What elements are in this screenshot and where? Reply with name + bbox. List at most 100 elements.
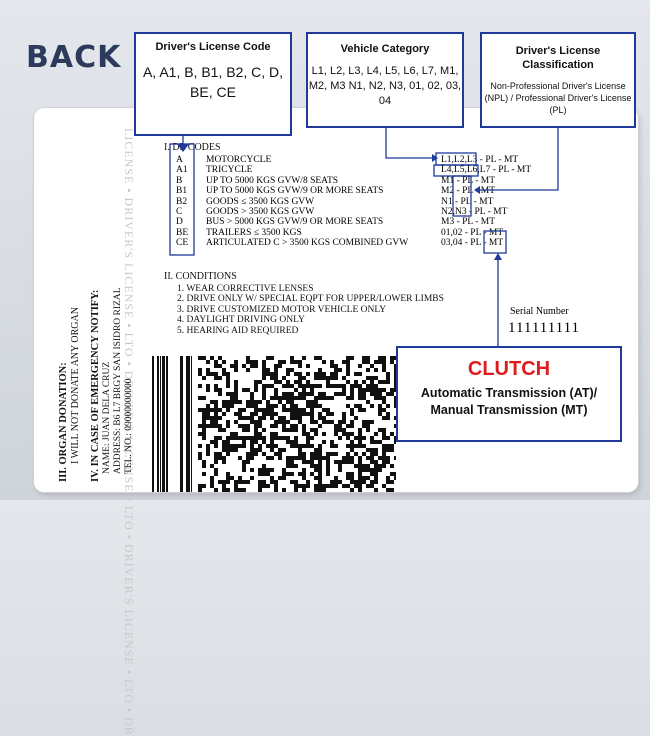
barcode-module — [250, 476, 254, 480]
barcode-module — [314, 376, 318, 380]
barcode-module — [342, 392, 346, 396]
barcode-module — [370, 404, 374, 408]
barcode-module — [370, 440, 374, 444]
barcode-module — [294, 396, 298, 400]
barcode-module — [270, 396, 274, 400]
barcode-module — [254, 432, 258, 436]
barcode-module — [246, 360, 250, 364]
dl-code: B2 — [176, 196, 188, 207]
barcode-module — [390, 388, 394, 392]
barcode-module — [278, 380, 282, 384]
barcode-module — [306, 364, 310, 368]
barcode-module — [382, 428, 386, 432]
barcode-module — [302, 388, 306, 392]
barcode-module — [234, 364, 238, 368]
barcode-module — [250, 468, 254, 472]
barcode-module — [310, 464, 314, 468]
barcode-module — [218, 452, 222, 456]
barcode-module — [262, 372, 266, 376]
barcode-module — [314, 400, 318, 404]
barcode-module — [390, 444, 394, 448]
barcode-module — [354, 416, 358, 420]
barcode-module — [302, 484, 306, 488]
barcode-module — [370, 420, 374, 424]
barcode-module — [202, 472, 206, 476]
barcode-module — [214, 472, 218, 476]
barcode-module — [294, 464, 298, 468]
barcode-module — [202, 420, 206, 424]
barcode-module — [362, 356, 366, 360]
barcode-module — [246, 428, 250, 432]
barcode-module — [318, 356, 322, 360]
barcode-module — [250, 360, 254, 364]
barcode-module — [242, 388, 246, 392]
barcode-module — [386, 392, 390, 396]
barcode-module — [270, 440, 274, 444]
barcode-module — [362, 380, 366, 384]
barcode-module — [354, 372, 358, 376]
barcode-module — [234, 368, 238, 372]
barcode-module — [306, 440, 310, 444]
barcode-module — [262, 472, 266, 476]
barcode-module — [346, 424, 350, 428]
emergency-heading: IV. IN CASE OF EMERGENCY NOTIFY: — [90, 289, 101, 482]
barcode-module — [266, 444, 270, 448]
license-code-callout-body: A, A1, B, B1, B2, C, D, BE, CE — [142, 64, 284, 100]
barcode-module — [266, 368, 270, 372]
barcode-module — [198, 432, 202, 436]
barcode-module — [394, 364, 396, 368]
barcode-module — [262, 452, 266, 456]
barcode-module — [374, 464, 378, 468]
barcode-module — [330, 412, 334, 416]
barcode-module — [222, 372, 226, 376]
barcode-module — [326, 384, 330, 388]
barcode-module — [250, 364, 254, 368]
barcode-module — [198, 444, 202, 448]
barcode-module — [350, 448, 354, 452]
barcode-module — [290, 424, 294, 428]
barcode-module — [218, 456, 222, 460]
barcode-module — [386, 488, 390, 492]
barcode-module — [386, 372, 390, 376]
barcode-module — [206, 448, 210, 452]
barcode-module — [370, 480, 374, 484]
barcode-module — [322, 484, 326, 488]
barcode-bar — [160, 356, 161, 492]
barcode-module — [234, 388, 238, 392]
barcode-module — [338, 420, 342, 424]
barcode-module — [254, 384, 258, 388]
barcode-module — [306, 404, 310, 408]
barcode-module — [318, 424, 322, 428]
barcode-module — [270, 436, 274, 440]
barcode-module — [298, 448, 302, 452]
barcode-module — [266, 484, 270, 488]
dl-code: CE — [176, 238, 189, 249]
barcode-module — [198, 396, 202, 400]
barcode-module — [238, 412, 242, 416]
barcode-module — [314, 432, 318, 436]
vehicle-category-callout: Vehicle Category L1, L2, L3, L4, L5, L6,… — [306, 32, 464, 128]
barcode-module — [366, 448, 370, 452]
barcode-module — [382, 444, 386, 448]
barcode-module — [394, 400, 396, 404]
barcode-module — [310, 384, 314, 388]
vehicle-category-callout-title: Vehicle Category — [340, 43, 430, 55]
barcode-module — [394, 396, 396, 400]
condition-item: 3. DRIVE CUSTOMIZED MOTOR VEHICLE ONLY — [177, 304, 387, 315]
barcode-module — [362, 444, 366, 448]
barcode-module — [214, 388, 218, 392]
barcode-module — [374, 376, 378, 380]
dl-code-category: M3 - PL - MT — [441, 217, 496, 228]
barcode-module — [282, 396, 286, 400]
barcode-module — [374, 476, 378, 480]
barcode-module — [314, 464, 318, 468]
barcode-module — [298, 360, 302, 364]
barcode-module — [322, 456, 326, 460]
barcode-module — [306, 484, 310, 488]
barcode-module — [286, 428, 290, 432]
barcode-module — [390, 480, 394, 484]
barcode-module — [338, 424, 342, 428]
barcode-module — [382, 452, 386, 456]
barcode-module — [322, 432, 326, 436]
